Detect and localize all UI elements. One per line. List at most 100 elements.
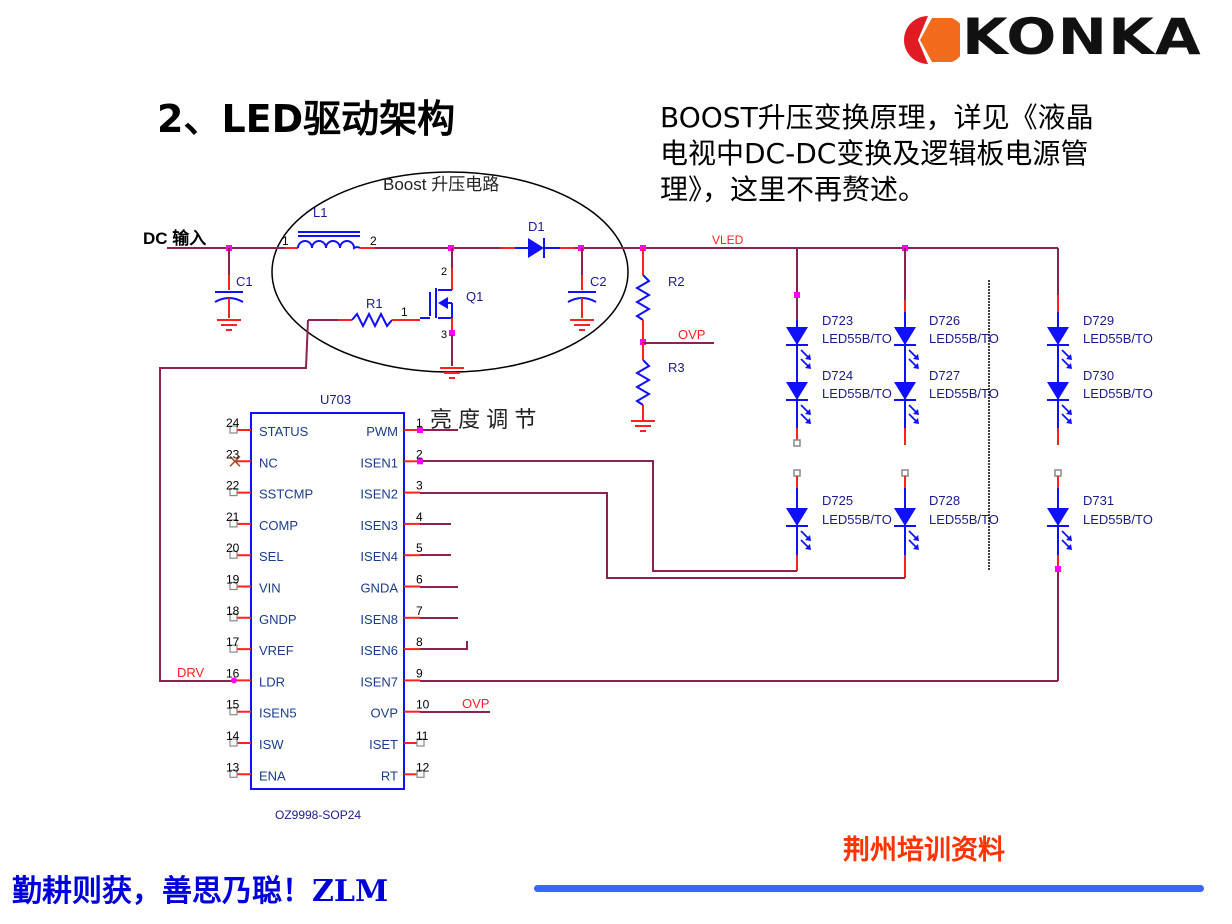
pin-name: ISEN5 — [259, 706, 297, 721]
pin-name: GNDA — [360, 581, 398, 596]
c2-label: C2 — [590, 274, 607, 289]
wire-isen1 — [420, 460, 797, 572]
pin-name: NC — [259, 455, 278, 470]
pin-number: 17 — [226, 635, 240, 649]
pin-name: SSTCMP — [259, 487, 313, 502]
ic-pins: 24STATUS23NC22SSTCMP21COMP20SEL19VIN18GN… — [226, 416, 430, 783]
pin-number: 23 — [226, 447, 240, 461]
pin-number: 8 — [416, 635, 423, 649]
pin-number: 10 — [416, 698, 430, 712]
pin-name: LDR — [259, 674, 285, 689]
pin-number: 21 — [226, 510, 240, 524]
led-part: LED55B/TO — [929, 512, 999, 527]
description: BOOST升压变换原理，详见《液晶 电视中DC-DC变换及逻辑板电源管 理》，这… — [660, 100, 1160, 208]
boost-region-outline — [271, 171, 629, 373]
pin-number: 18 — [226, 604, 240, 618]
pin-name: SEL — [259, 549, 284, 564]
ic-u703-body — [250, 412, 405, 790]
pin-name: ISEN3 — [360, 518, 398, 533]
l1-pin2: 2 — [370, 234, 377, 248]
led-part: LED55B/TO — [929, 331, 999, 346]
page-title: 2、LED驱动架构 — [157, 97, 456, 141]
l1-label: L1 — [313, 205, 327, 220]
pin-name: ISEN8 — [360, 612, 398, 627]
led-ref: D723 — [822, 313, 853, 328]
ovp-ic-net-label: OVP — [462, 696, 489, 711]
pin-name: VREF — [259, 643, 294, 658]
c1-label: C1 — [236, 274, 253, 289]
r1-pin1: 1 — [401, 305, 408, 319]
l1-pin1: 1 — [282, 234, 289, 248]
led-ref: D727 — [929, 368, 960, 383]
pin-name: ISEN4 — [360, 549, 398, 564]
description-line: 理》，这里不再赘述。 — [660, 173, 927, 206]
wire-isen6-stub — [420, 641, 468, 650]
pin-name: GNDP — [259, 612, 297, 627]
pin-name: OVP — [371, 706, 398, 721]
r3-label: R3 — [668, 360, 685, 375]
footer-motto: 勤耕则获，善思乃聪！ZLM — [12, 874, 389, 909]
led-ref: D731 — [1083, 493, 1114, 508]
pin-name: COMP — [259, 518, 298, 533]
pin-number: 11 — [416, 729, 429, 743]
led-string-3 — [1047, 248, 1069, 681]
footer-divider — [534, 885, 1204, 892]
pin-name: ISEN7 — [360, 674, 398, 689]
q1-pin3: 3 — [441, 329, 447, 341]
led-ref: D729 — [1083, 313, 1114, 328]
inductor-l1: L1 1 2 — [282, 205, 377, 250]
ic-part-label: OZ9998-SOP24 — [275, 808, 361, 822]
dc-input-label: DC 输入 — [143, 228, 206, 248]
pin-name: VIN — [259, 581, 281, 596]
description-line: BOOST升压变换原理，详见《液晶 — [660, 101, 1094, 134]
pin-number: 24 — [226, 416, 240, 430]
r1-label: R1 — [366, 296, 383, 311]
resistor-r1: R1 1 — [308, 296, 420, 329]
pin-number: 5 — [416, 541, 423, 555]
led-part: LED55B/TO — [822, 512, 892, 527]
capacitor-c2: C2 — [567, 248, 607, 331]
pin-number: 1 — [416, 416, 423, 430]
pin-number: 3 — [416, 479, 423, 493]
pin-number: 2 — [416, 447, 423, 461]
ovp-net-label: OVP — [678, 327, 705, 342]
led-part: LED55B/TO — [929, 386, 999, 401]
led-ref: D724 — [822, 368, 853, 383]
led-part: LED55B/TO — [822, 331, 892, 346]
konka-logo: KONKA — [900, 8, 1225, 67]
ic-ref-label: U703 — [320, 392, 351, 407]
pin-number: 20 — [226, 541, 240, 555]
pin-number: 19 — [226, 573, 240, 587]
led-ref: D728 — [929, 493, 960, 508]
pin-number: 13 — [226, 760, 240, 774]
wire-isen2 — [420, 492, 905, 579]
led-light-arrows — [800, 349, 1072, 550]
mosfet-q1: Q1 2 3 — [420, 248, 483, 379]
led-string-2 — [894, 245, 916, 578]
pin-name: ENA — [259, 768, 286, 783]
led-ref: D726 — [929, 313, 960, 328]
q1-label: Q1 — [466, 289, 483, 304]
diode-d1: D1 — [500, 219, 575, 258]
pin-number: 12 — [416, 760, 430, 774]
